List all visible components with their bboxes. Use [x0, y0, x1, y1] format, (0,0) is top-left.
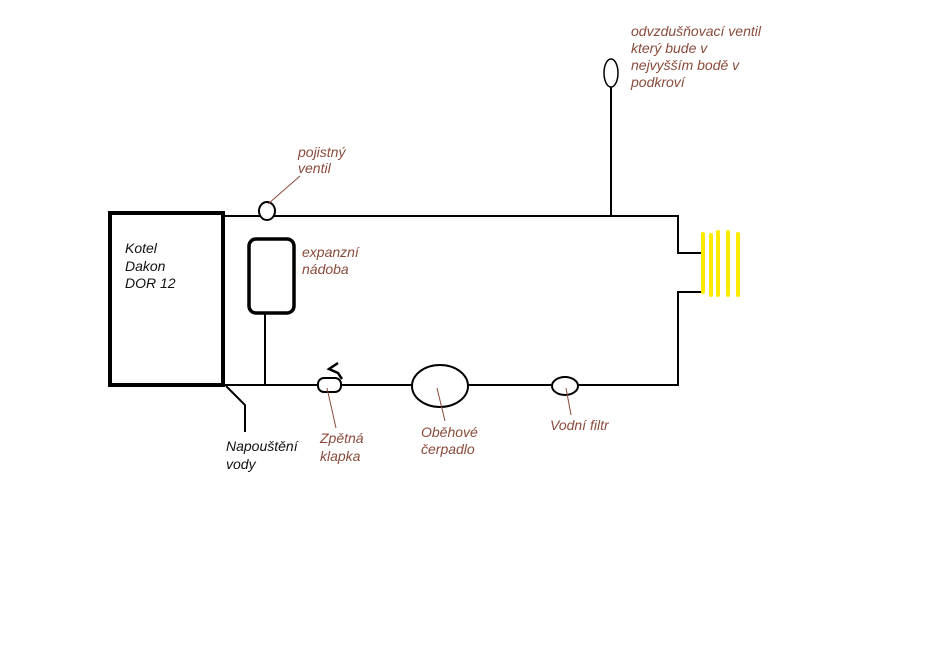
check-valve-label: Zpětná klapka — [319, 430, 367, 464]
air-vent-valve — [603, 58, 619, 88]
water-filter-leader — [565, 387, 572, 416]
safety-valve-label: pojistný ventil — [297, 144, 349, 176]
water-filter-label: Vodní filtr — [550, 417, 610, 433]
safety-valve-leader — [267, 175, 301, 205]
check-valve — [317, 377, 342, 393]
flow-direction-arrow-icon — [326, 361, 344, 380]
safety-valve — [258, 201, 276, 221]
supply-pipe — [225, 215, 703, 254]
circulation-pump — [411, 364, 469, 408]
pump-leader — [436, 387, 446, 422]
check-valve-leader — [326, 387, 337, 429]
boiler — [108, 211, 225, 387]
boiler-label: Kotel Dakon DOR 12 — [125, 240, 176, 291]
radiator — [701, 230, 740, 297]
water-filter — [551, 376, 579, 396]
pump-label: Oběhové čerpadlo — [421, 424, 482, 457]
expansion-vessel-label: expanzní nádoba — [302, 244, 363, 277]
water-fill-label: Napouštění vody — [226, 438, 302, 472]
expansion-vessel — [247, 237, 296, 315]
water-fill-pipe — [225, 385, 246, 432]
air-vent-label: odvzdušňovací ventil který bude v nejvyš… — [630, 23, 765, 90]
